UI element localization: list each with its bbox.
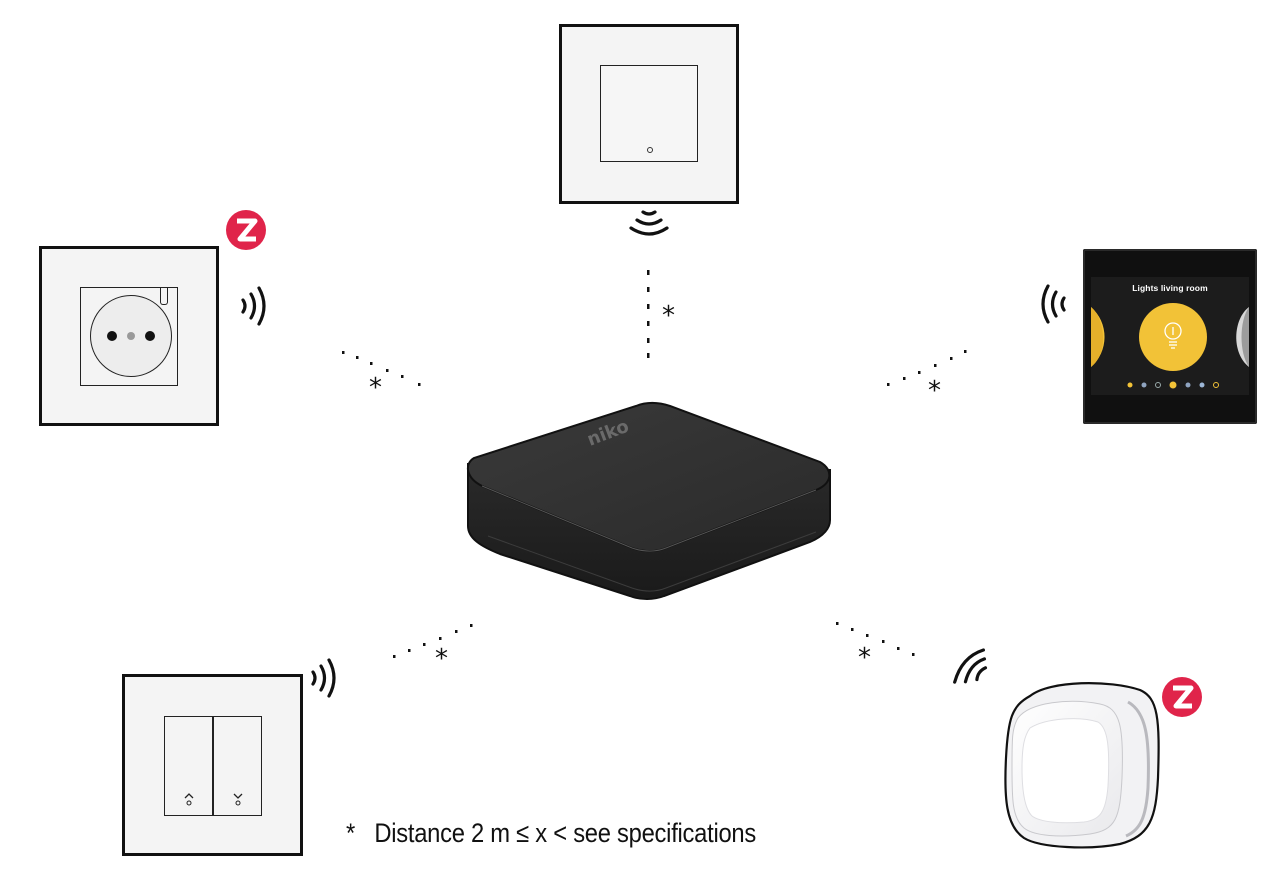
touch-right-partial-bulb-shade bbox=[1241, 307, 1249, 367]
socket-pin-right bbox=[145, 331, 155, 341]
wall-socket bbox=[39, 246, 219, 426]
wireless-signal-icon-sensor bbox=[953, 648, 988, 684]
touch-display-title: Lights living room bbox=[1132, 283, 1208, 293]
wireless-signal-icon-touch bbox=[1041, 284, 1066, 324]
wireless-signal-icon-top bbox=[629, 210, 669, 236]
top-switch-rocker bbox=[600, 65, 698, 162]
zigbee-badge-sensor bbox=[1162, 677, 1202, 717]
distance-marker-upper-right: * bbox=[928, 376, 941, 406]
distance-marker-upper-left: * bbox=[369, 373, 382, 403]
socket-plate bbox=[80, 287, 178, 386]
double-push-button bbox=[122, 674, 303, 856]
touch-main-bulb-button bbox=[1139, 303, 1207, 371]
chevron-down-icon bbox=[233, 793, 243, 806]
wireless-signal-icon-socket bbox=[241, 286, 266, 326]
double-switch-divider bbox=[212, 717, 214, 815]
distance-marker-top: * bbox=[662, 301, 675, 331]
wireless-signal-icon-switch bbox=[311, 658, 336, 698]
touch-display: Lights living room bbox=[1083, 249, 1257, 424]
socket-pin-left bbox=[107, 331, 117, 341]
socket-indicator bbox=[160, 288, 168, 305]
top-switch-led bbox=[647, 147, 653, 153]
socket-earth-pin bbox=[127, 332, 135, 340]
distance-footnote: * Distance 2 m ≤ x < see specifications bbox=[346, 818, 756, 849]
double-switch-plate bbox=[164, 716, 262, 816]
distance-marker-lower-right: * bbox=[858, 643, 871, 673]
touch-left-partial-bulb-edge bbox=[1091, 307, 1104, 367]
socket-face bbox=[90, 295, 172, 377]
lightbulb-icon bbox=[1164, 322, 1182, 349]
touch-page-dots bbox=[1127, 381, 1219, 389]
zigbee-logo-icon bbox=[237, 218, 258, 242]
zigbee-logo-icon bbox=[1173, 685, 1194, 709]
footnote-marker: * bbox=[346, 818, 355, 848]
motion-sensor bbox=[1004, 682, 1160, 849]
chevron-up-icon bbox=[184, 793, 194, 806]
footnote-text: Distance 2 m ≤ x < see specifications bbox=[374, 818, 756, 848]
distance-marker-lower-left: * bbox=[435, 644, 448, 674]
hub: niko bbox=[466, 402, 831, 600]
zigbee-badge-socket bbox=[226, 210, 266, 250]
top-wall-switch bbox=[559, 24, 739, 204]
